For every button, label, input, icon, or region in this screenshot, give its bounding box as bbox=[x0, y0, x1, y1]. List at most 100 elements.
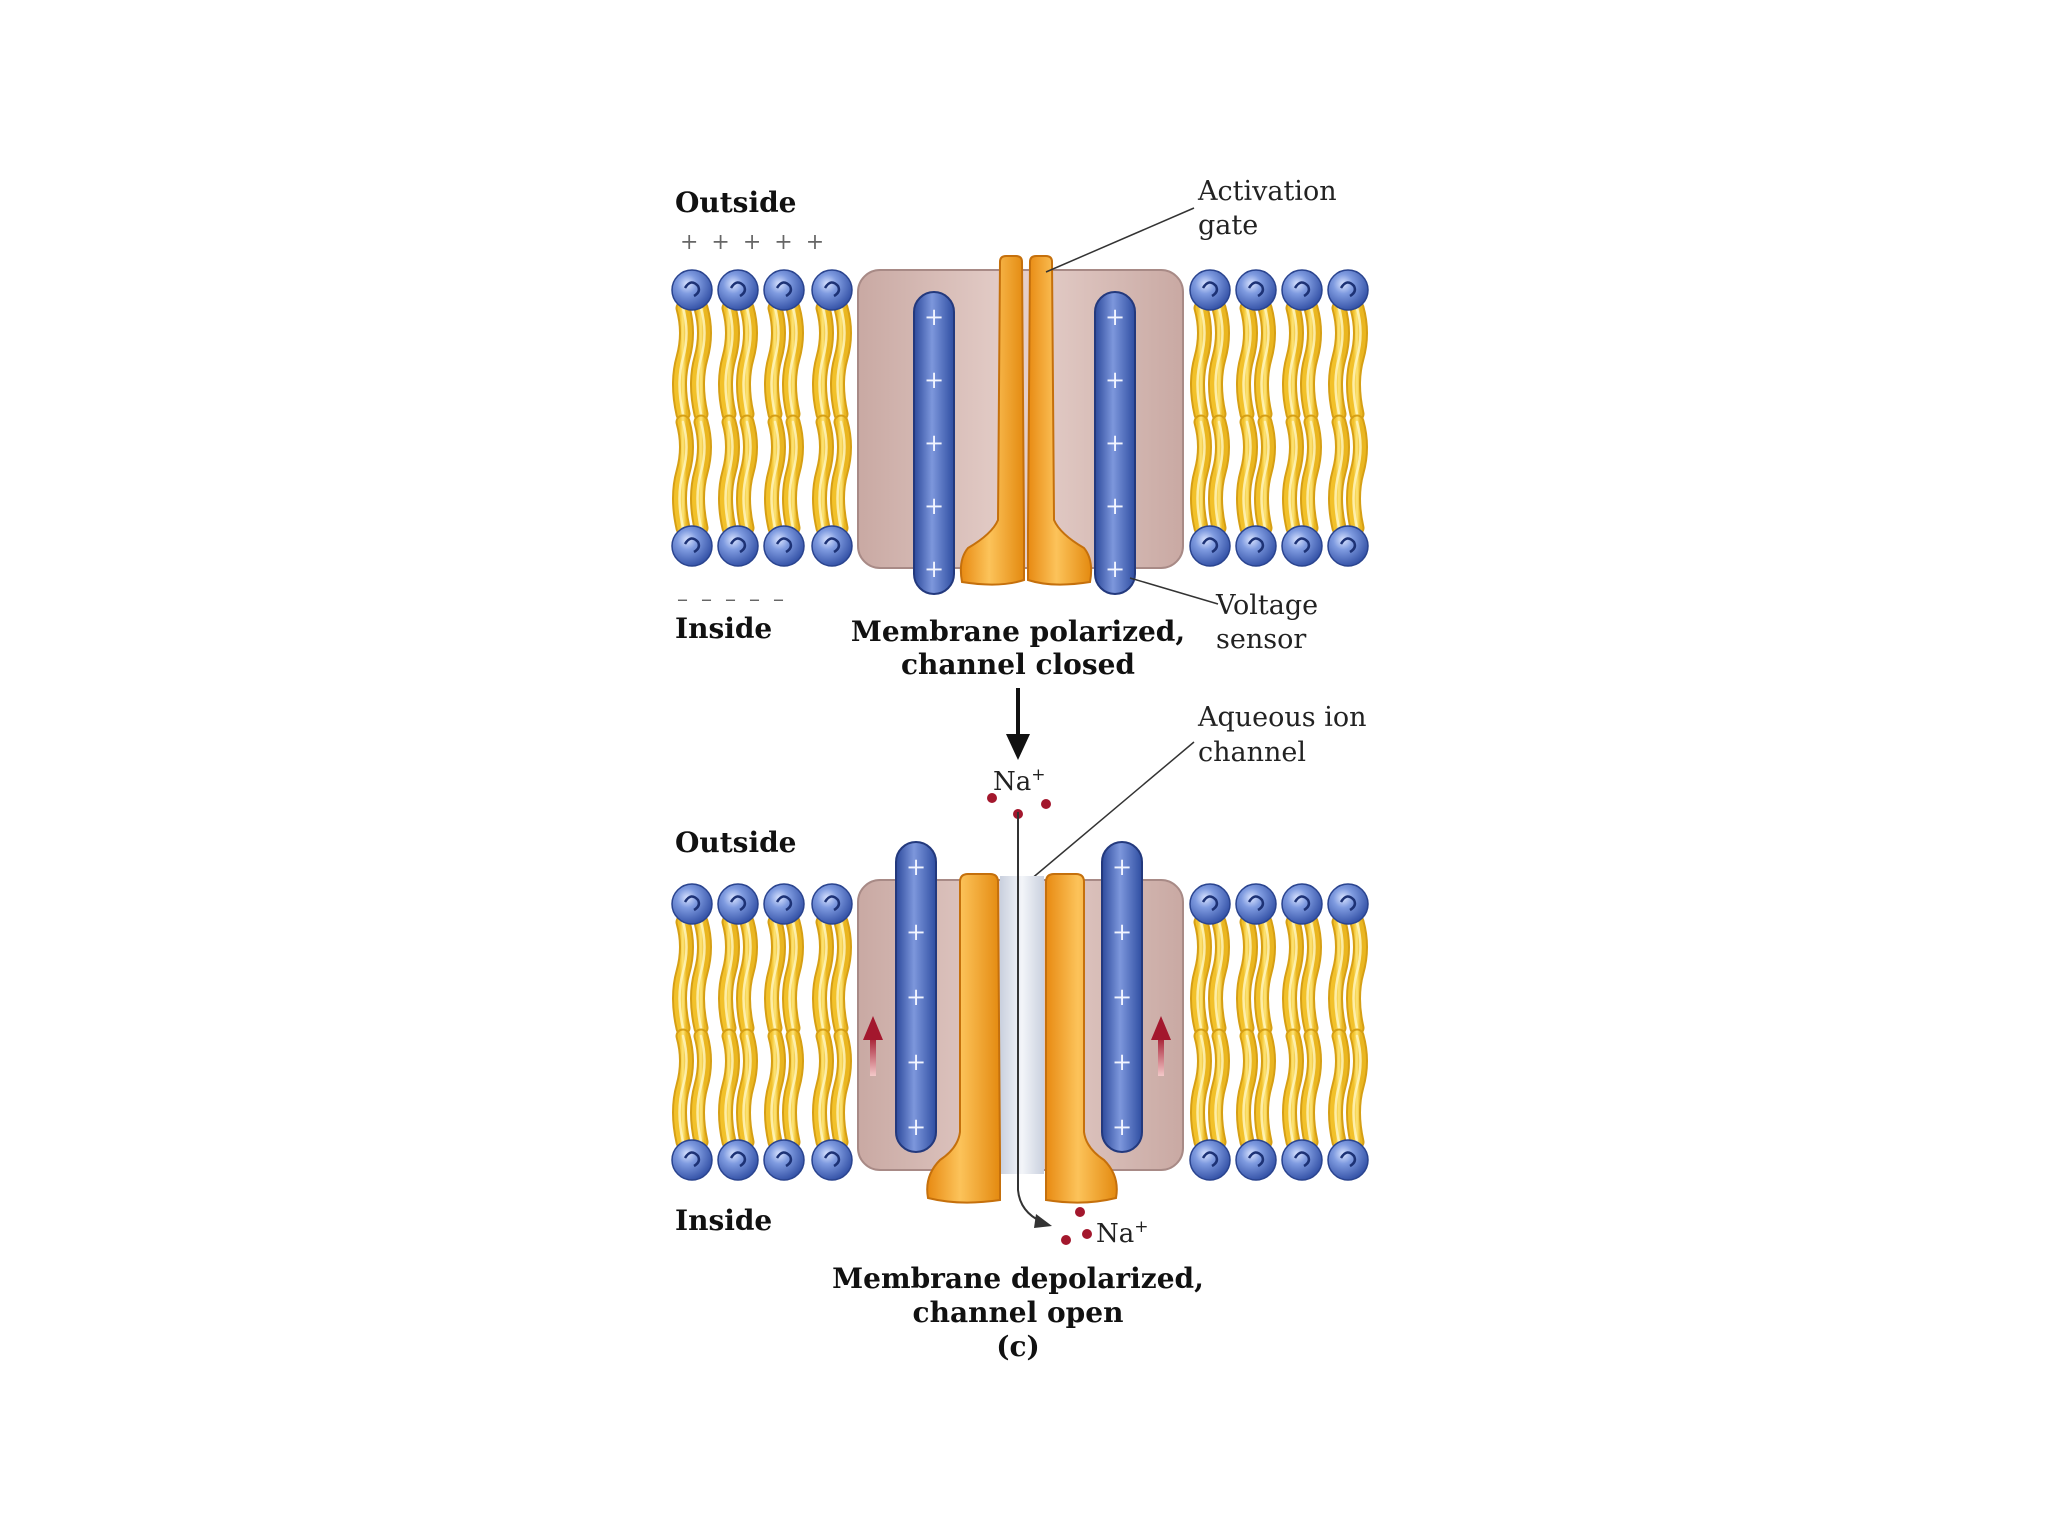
lipid-head bbox=[1281, 269, 1323, 311]
lipid-head bbox=[811, 269, 853, 311]
lipid-head bbox=[1281, 883, 1323, 925]
lipid-tails bbox=[1328, 914, 1368, 1150]
sensor-positive-charge: + bbox=[1105, 366, 1125, 394]
lipid-tails bbox=[1190, 300, 1230, 536]
voltage-sensor-left-top: +++++ bbox=[913, 291, 955, 595]
sensor-positive-charge: + bbox=[924, 429, 944, 457]
sensor-positive-charge: + bbox=[924, 555, 944, 583]
outside-label-bottom: Outside bbox=[675, 826, 796, 859]
na-ion bbox=[1061, 1235, 1071, 1245]
na-ion bbox=[1041, 799, 1051, 809]
panel-depolarized: Outside + + + + + + + + + + bbox=[671, 812, 1369, 1363]
transition: Na+ Aqueous ion channel bbox=[987, 688, 1367, 881]
activation-gate-leader bbox=[1045, 207, 1195, 273]
lipid-tails bbox=[1328, 300, 1368, 536]
voltage-sensor-label-line1: Voltage bbox=[1215, 590, 1318, 621]
lipid-head bbox=[671, 883, 713, 925]
outside-label-top: Outside bbox=[675, 186, 796, 219]
activation-gate-label-line2: gate bbox=[1198, 210, 1258, 241]
caption-polarized-line1: Membrane polarized, bbox=[851, 615, 1185, 648]
lipid-head bbox=[671, 525, 713, 567]
lipid-head bbox=[811, 883, 853, 925]
na-ion-label-bottom: Na+ bbox=[1096, 1217, 1149, 1249]
inside-label-top: Inside bbox=[675, 612, 772, 645]
lipid-head bbox=[671, 269, 713, 311]
lipid-tails bbox=[812, 914, 852, 1150]
lipid-tails bbox=[1282, 300, 1322, 536]
sensor-positive-charge: + bbox=[924, 366, 944, 394]
outside-charges-top: + + + + + bbox=[680, 230, 827, 255]
sensor-positive-charge: + bbox=[1112, 1113, 1132, 1141]
lipid-tails bbox=[1236, 300, 1276, 536]
sensor-positive-charge: + bbox=[906, 1113, 926, 1141]
lipid-head bbox=[763, 525, 805, 567]
activation-gate-left-top bbox=[959, 255, 1025, 586]
sensor-positive-charge: + bbox=[1105, 492, 1125, 520]
caption-polarized-line2: channel closed bbox=[901, 648, 1135, 681]
lipid-tails bbox=[1282, 914, 1322, 1150]
lipid-head bbox=[1189, 525, 1231, 567]
lipid-head bbox=[717, 269, 759, 311]
lipid-tails bbox=[1236, 914, 1276, 1150]
lipid-head bbox=[717, 525, 759, 567]
ion-path-arrowhead bbox=[1034, 1214, 1052, 1228]
lipid-head bbox=[1235, 269, 1277, 311]
sensor-positive-charge: + bbox=[924, 303, 944, 331]
na-ion-label-top: Na+ bbox=[993, 765, 1046, 797]
inside-charges-top: – – – – – bbox=[677, 587, 787, 612]
lipid-tails bbox=[764, 300, 804, 536]
sensor-positive-charge: + bbox=[1105, 303, 1125, 331]
na-ion bbox=[1082, 1229, 1092, 1239]
lipid-head bbox=[671, 1139, 713, 1181]
lipid-head bbox=[1235, 1139, 1277, 1181]
lipid-bilayer-bottom bbox=[671, 883, 1369, 1181]
lipid-head bbox=[1189, 269, 1231, 311]
sensor-movement-arrow-left bbox=[863, 1016, 883, 1076]
voltage-sensor-right-bottom: + + + + + bbox=[1101, 841, 1143, 1153]
transition-arrow-head bbox=[1006, 734, 1030, 760]
na-ion bbox=[987, 793, 997, 803]
lipid-tails bbox=[812, 300, 852, 536]
lipid-head bbox=[1189, 883, 1231, 925]
lipid-bilayer-top bbox=[671, 269, 1369, 567]
lipid-head bbox=[811, 1139, 853, 1181]
lipid-head bbox=[1327, 269, 1369, 311]
voltage-sensor-leader bbox=[1129, 577, 1219, 605]
activation-gate-right-bottom bbox=[1045, 873, 1118, 1204]
aqueous-channel-label-line2: channel bbox=[1198, 737, 1306, 768]
sensor-positive-charge: + bbox=[906, 918, 926, 946]
sensor-positive-charge: + bbox=[1112, 1048, 1132, 1076]
lipid-tails bbox=[672, 914, 712, 1150]
lipid-head bbox=[811, 525, 853, 567]
aqueous-channel-label-line1: Aqueous ion bbox=[1197, 702, 1367, 733]
na-ion bbox=[1075, 1207, 1085, 1217]
sensor-positive-charge: + bbox=[906, 853, 926, 881]
sensor-positive-charge: + bbox=[1112, 853, 1132, 881]
lipid-head bbox=[717, 883, 759, 925]
sensor-positive-charge: + bbox=[906, 983, 926, 1011]
panel-letter: (c) bbox=[996, 1330, 1040, 1363]
sensor-positive-charge: + bbox=[906, 1048, 926, 1076]
voltage-sensor-left-bottom: + + + + + bbox=[895, 841, 937, 1153]
inside-label-bottom: Inside bbox=[675, 1204, 772, 1237]
lipid-head bbox=[763, 269, 805, 311]
sensor-positive-charge: + bbox=[1112, 918, 1132, 946]
lipid-tails bbox=[1190, 914, 1230, 1150]
lipid-head bbox=[1189, 1139, 1231, 1181]
caption-depolarized-line1: Membrane depolarized, bbox=[832, 1262, 1204, 1295]
lipid-head bbox=[1327, 525, 1369, 567]
lipid-head bbox=[1281, 1139, 1323, 1181]
sensor-positive-charge: + bbox=[1112, 983, 1132, 1011]
lipid-head bbox=[763, 1139, 805, 1181]
aqueous-ion-channel bbox=[1000, 876, 1044, 1174]
aqueous-channel-leader bbox=[1029, 741, 1195, 881]
activation-gate-label-line1: Activation bbox=[1197, 176, 1337, 207]
lipid-head bbox=[763, 883, 805, 925]
lipid-head bbox=[1327, 883, 1369, 925]
activation-gate-right-top bbox=[1027, 255, 1093, 586]
voltage-sensor-label-line2: sensor bbox=[1216, 624, 1306, 655]
lipid-tails bbox=[764, 914, 804, 1150]
sensor-positive-charge: + bbox=[1105, 429, 1125, 457]
activation-gate-left-bottom bbox=[926, 873, 1001, 1204]
